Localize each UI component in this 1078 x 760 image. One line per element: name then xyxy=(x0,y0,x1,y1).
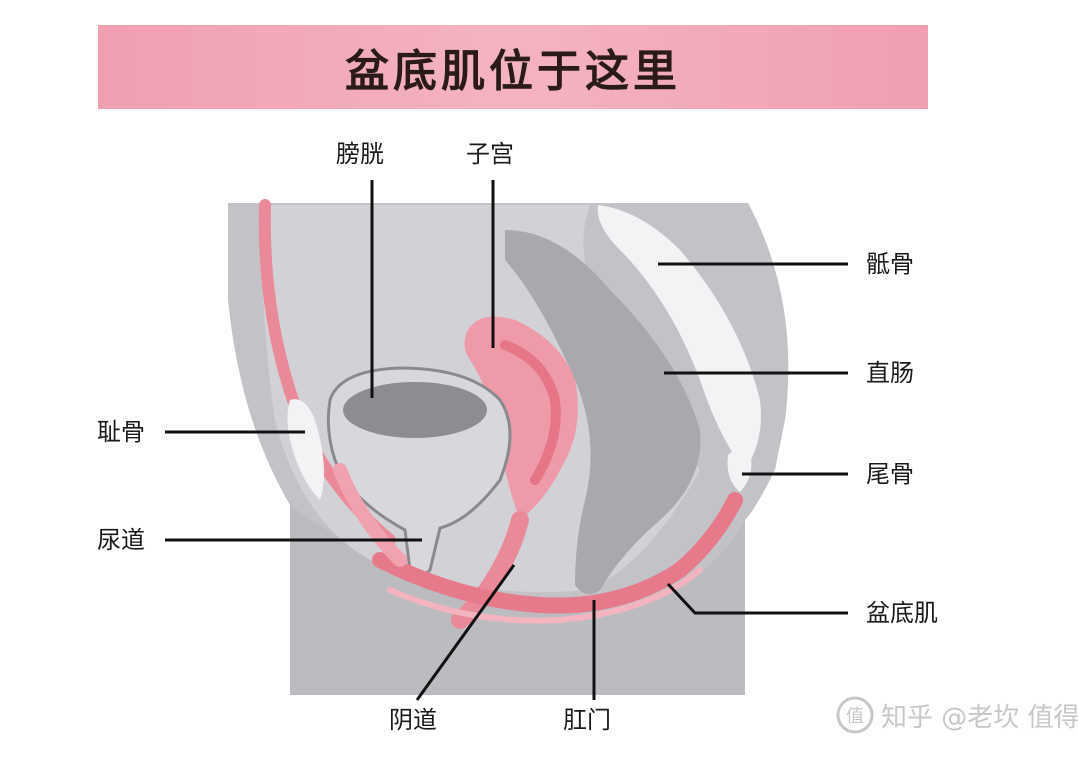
label-coccyx: 尾骨 xyxy=(866,460,914,488)
pelvic-floor-highlight xyxy=(387,567,703,624)
svg-text:值: 值 xyxy=(846,706,864,727)
watermark-logo-icon: 值 xyxy=(836,696,874,734)
label-pubic-bone: 耻骨 xyxy=(97,418,145,446)
label-sacrum: 骶骨 xyxy=(866,250,914,278)
label-urethra: 尿道 xyxy=(97,526,145,554)
label-uterus: 子宫 xyxy=(466,140,514,168)
label-pelvic-floor: 盆底肌 xyxy=(866,599,938,627)
watermark: 值 知乎 @老坎 值得买 xyxy=(835,695,1078,735)
coccyx-bone xyxy=(727,440,752,492)
sacrum-bone xyxy=(597,205,761,470)
pubic-bone xyxy=(287,399,324,500)
label-anus: 肛门 xyxy=(563,706,611,734)
leader-line-pelvic-floor xyxy=(666,582,848,615)
uterus-inner xyxy=(500,340,561,485)
uterus-organ xyxy=(464,316,578,520)
pelvic-floor-muscle xyxy=(372,492,743,614)
rectum-organ xyxy=(505,230,701,594)
perineal-muscle xyxy=(333,463,407,567)
label-vagina: 阴道 xyxy=(389,706,437,734)
watermark-text: 知乎 @老坎 值得买 xyxy=(881,702,1078,733)
title-banner: 盆底肌位于这里 xyxy=(98,25,928,109)
label-bladder: 膀胱 xyxy=(336,140,384,168)
lower-body-region xyxy=(290,505,745,695)
diagram-title: 盆底肌位于这里 xyxy=(345,46,681,97)
leader-line-vagina xyxy=(415,564,516,701)
bladder-interior xyxy=(343,382,487,438)
label-rectum: 直肠 xyxy=(866,359,914,387)
